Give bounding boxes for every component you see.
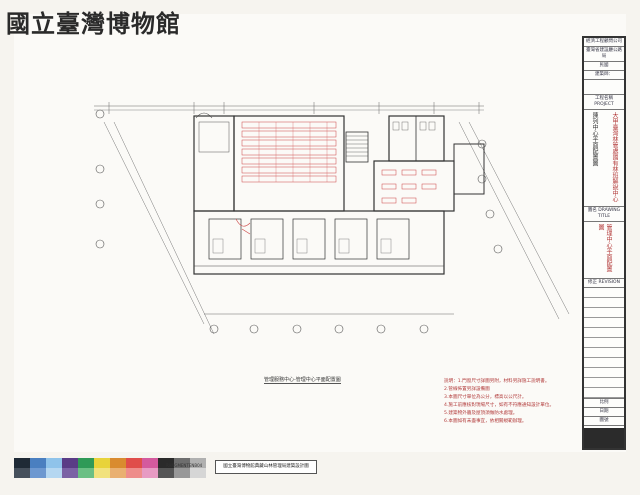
color-swatch	[158, 458, 174, 478]
museum-watermark: 國立臺灣博物館	[6, 9, 181, 38]
title-block-project-name: 大甲臺灣林管處國有林班解說中心	[611, 112, 618, 202]
color-swatch	[62, 458, 78, 478]
color-swatch	[126, 458, 142, 478]
note-line: 6.本圖如有未盡事宜，依相關規範辦理。	[444, 419, 527, 424]
title-block-number: 圖號	[584, 417, 624, 426]
color-swatch	[190, 458, 206, 478]
drawing-notes: 說明：1.門窗尺寸詳圖另附，材料另詳施工說明書。 2.管線佈置另詳設備圖 3.本…	[444, 378, 584, 426]
note-line: 3.本圖尺寸單位為公分，標高以公尺計。	[444, 395, 527, 400]
color-swatch	[46, 458, 62, 478]
title-block-meta2: 建築師：	[584, 71, 624, 80]
barcode-label: RANGMENTENB04	[166, 463, 203, 468]
title-block-drawing-name: 管理中心平面配置圖	[597, 224, 612, 272]
drawing-sheet: 管理服務中心-管理中心平面配置圖 說明：1.門窗尺寸詳圖另附，材料另詳施工說明書…	[14, 14, 626, 452]
note-line: 4.施工前應核對現場尺寸，如有不符應通知設計單位。	[444, 403, 555, 408]
color-swatch	[94, 458, 110, 478]
color-swatch	[174, 458, 190, 478]
note-line: 說明：1.門窗尺寸詳圖另附，材料另詳施工說明書。	[444, 379, 550, 384]
color-swatch	[78, 458, 94, 478]
title-block-scale: 比例	[584, 399, 624, 408]
color-swatch	[30, 458, 46, 478]
note-line: 2.管線佈置另詳設備圖	[444, 387, 490, 392]
title-block-meta1: 民國	[584, 62, 624, 71]
title-block-revision-label: 修正 REVISION	[584, 279, 624, 288]
title-block-drawing-label: 圖名 DRAWING TITLE	[584, 207, 624, 222]
title-block-date: 日期	[584, 408, 624, 417]
color-calibration-bar	[14, 458, 206, 478]
title-block-project-label: 工程名稱 PROJECT	[584, 94, 624, 110]
title-block-drawing-title: 陳列中心平面配置圖	[591, 112, 598, 166]
title-block: 經濟工程顧問公司 臺灣省建設廳公路局 民國 建築師： 工程名稱 PROJECT …	[582, 36, 626, 450]
title-block-org: 經濟工程顧問公司	[584, 38, 624, 47]
title-block-footer-bar	[584, 428, 624, 448]
archive-footer-label: 國立臺灣博物館典藏山林管理局建築設計圖	[215, 460, 317, 474]
floor-plan	[94, 102, 570, 335]
note-line: 5.建築物外牆及屋頂須做防水處理。	[444, 411, 518, 416]
color-swatch	[110, 458, 126, 478]
revision-table	[584, 288, 624, 399]
color-swatch	[142, 458, 158, 478]
color-swatch	[14, 458, 30, 478]
plan-title: 管理服務中心-管理中心平面配置圖	[264, 377, 341, 384]
title-block-office: 臺灣省建設廳公路局	[584, 47, 624, 62]
